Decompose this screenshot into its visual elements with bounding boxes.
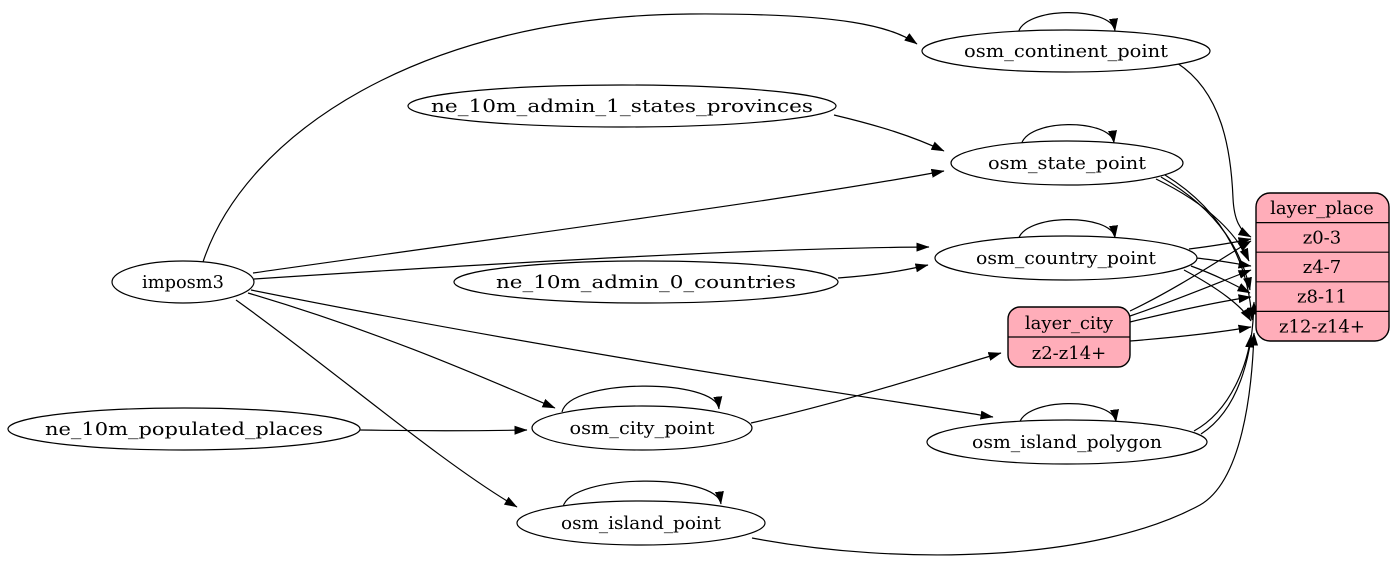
- record-layer_place-row-z12-z14: z12-z14+: [1279, 317, 1365, 338]
- node-osm_state_point: osm_state_point: [950, 140, 1184, 186]
- node-ne-admin1-shape: [407, 84, 837, 128]
- node-ne_10m_admin_1_states_provinces: ne_10m_admin_1_states_provinces: [407, 84, 837, 128]
- record-layer_place: layer_place z0-3 z4-7 z8-11 z12-z14+: [1255, 192, 1390, 342]
- node-osm_island_polygon: osm_island_polygon: [926, 419, 1208, 465]
- edge-imposm3-osm_continent_point: [202, 13, 918, 263]
- record-layer_place-header: layer_place: [1270, 198, 1374, 219]
- node-imposm3: imposm3: [111, 260, 255, 304]
- node-imposm3-label: imposm3: [142, 272, 224, 293]
- edges: [202, 12, 1259, 556]
- node-country-shape: [934, 235, 1198, 281]
- node-continent-shape: [921, 29, 1211, 73]
- edge-osm_state_point-layer_place-z8-11: [1160, 176, 1252, 291]
- edge-osm_country_point-layer_place-z8-11: [1190, 265, 1251, 294]
- node-state-shape: [950, 140, 1184, 186]
- edge-imposm3-osm_island_point: [235, 299, 518, 508]
- record-layer_place-row-z4-7: z4-7: [1303, 257, 1341, 278]
- edge-selfloop-osm_continent_point: [1017, 12, 1118, 35]
- node-ne_10m_populated_places: ne_10m_populated_places: [7, 407, 361, 451]
- edge-imposm3-osm_state_point: [252, 168, 945, 274]
- node-city-shape: [531, 405, 753, 451]
- record-layer_city-header: layer_city: [1025, 313, 1114, 334]
- node-state-label: osm_state_point: [988, 153, 1147, 174]
- node-island-point-shape: [516, 500, 766, 546]
- edge-osm_island_polygon-layer_place-z8-11: [1200, 301, 1259, 435]
- node-ne-admin0-shape: [453, 260, 839, 304]
- node-osm_island_point: osm_island_point: [516, 500, 766, 546]
- edge-ne_10m_admin_0_countries-osm_country_point: [837, 263, 929, 279]
- edge-imposm3-osm_island_polygon: [250, 289, 994, 420]
- node-osm_country_point: osm_country_point: [934, 235, 1198, 281]
- edge-osm_island_point-layer_place-z12-z14: [751, 332, 1259, 556]
- node-ne-admin1-label: ne_10m_admin_1_states_provinces: [431, 96, 813, 117]
- edge-osm_country_point-layer_place-z12-z14: [1183, 269, 1252, 322]
- node-island-point-label: osm_island_point: [561, 513, 722, 534]
- node-ne-popplaces-label: ne_10m_populated_places: [45, 419, 323, 440]
- edge-osm_state_point-layer_place-z4-7: [1155, 178, 1250, 262]
- node-country-label: osm_country_point: [976, 248, 1157, 269]
- edge-osm_country_point-layer_place-z4-7: [1195, 257, 1252, 269]
- record-layer_city: layer_city z2-z14+: [1007, 306, 1131, 368]
- node-ne-popplaces-shape: [7, 407, 361, 451]
- record-layer_place-row-z8-11: z8-11: [1297, 287, 1347, 308]
- edge-selfloop-osm_island_polygon: [1018, 403, 1119, 426]
- edge-selfloop-osm_city_point: [561, 385, 723, 413]
- edge-osm_country_point-layer_place-z0-3: [1188, 237, 1252, 250]
- edge-selfloop-osm_state_point: [1020, 124, 1117, 147]
- edge-layer_city-layer_place-z4-7: [1129, 269, 1252, 317]
- edge-osm_continent_point-layer_place-z0-3: [1176, 62, 1252, 238]
- node-city-label: osm_city_point: [570, 418, 716, 439]
- node-ne-admin0-label: ne_10m_admin_0_countries: [496, 272, 796, 293]
- node-island-polygon-label: osm_island_polygon: [972, 432, 1162, 453]
- edge-imposm3-osm_country_point: [253, 242, 930, 280]
- edge-ne_10m_populated_places-osm_city_point: [359, 425, 528, 435]
- edge-osm_city_point-layer_city: [750, 352, 1002, 424]
- node-osm_continent_point: osm_continent_point: [921, 29, 1211, 73]
- edge-selfloop-osm_island_point: [562, 480, 724, 508]
- node-island-polygon-shape: [926, 419, 1208, 465]
- edge-layer_city-layer_place-z12-z14: [1129, 324, 1252, 342]
- node-osm_city_point: osm_city_point: [531, 405, 753, 451]
- record-layer_place-row-z0-3: z0-3: [1303, 228, 1341, 249]
- node-continent-label: osm_continent_point: [964, 41, 1169, 62]
- node-imposm3-shape: [111, 260, 255, 304]
- node-ne_10m_admin_0_countries: ne_10m_admin_0_countries: [453, 260, 839, 304]
- edge-osm_island_polygon-layer_place-z12-z14: [1193, 334, 1255, 432]
- edge-ne_10m_admin_1_states_provinces-osm_state_point: [833, 114, 945, 152]
- record-layer_city-row-z2-z14: z2-z14+: [1032, 343, 1107, 364]
- edge-selfloop-osm_country_point: [1017, 219, 1118, 242]
- record-layer_place-shape: [1255, 192, 1390, 342]
- edge-imposm3-osm_city_point: [247, 292, 556, 409]
- edge-layer_city-layer_place-z8-11: [1129, 294, 1252, 323]
